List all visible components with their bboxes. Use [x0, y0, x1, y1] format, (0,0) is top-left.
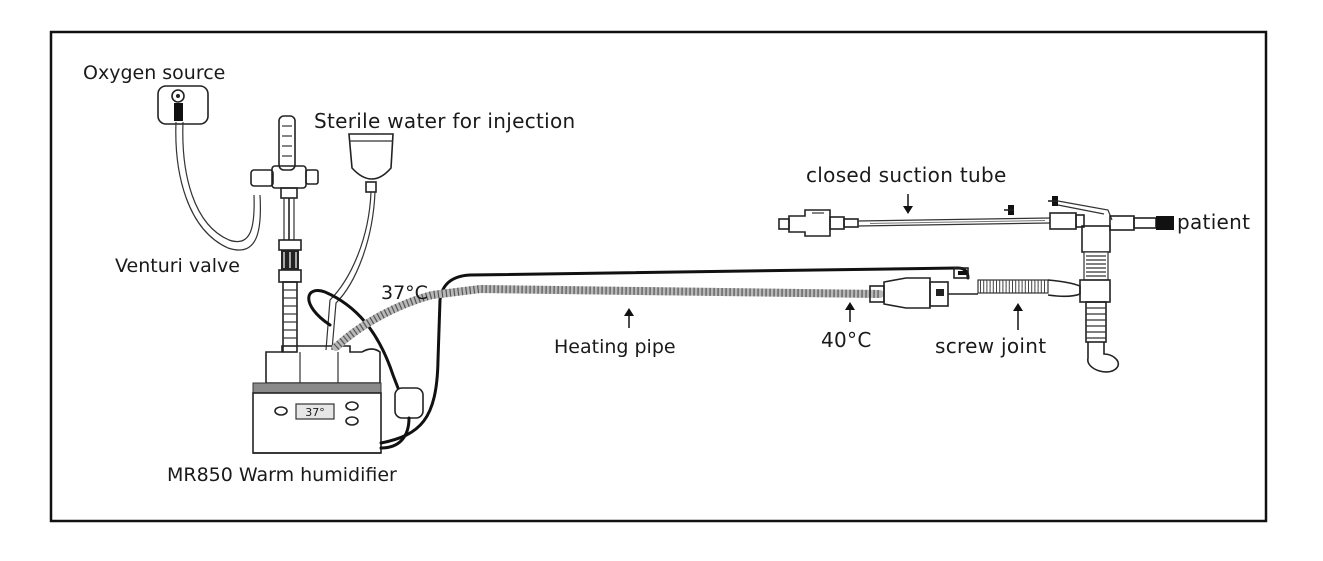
label-patient: patient	[1177, 210, 1250, 234]
heater-cords	[307, 266, 970, 450]
closed-suction-tube	[778, 196, 1174, 237]
label-heating-pipe: Heating pipe	[554, 336, 676, 358]
heating-pipe	[332, 284, 884, 351]
label-closed-suction-tube: closed suction tube	[806, 163, 1007, 187]
patient-end-connector	[869, 267, 978, 309]
label-venturi-valve: Venturi valve	[115, 255, 240, 277]
humidifier-display-reading: 37°	[305, 406, 325, 419]
label-arrows	[624, 194, 1023, 330]
label-humidifier: MR850 Warm humidifier	[167, 464, 397, 486]
humidifier: 37°	[252, 345, 382, 454]
label-sterile-water: Sterile water for injection	[314, 109, 576, 133]
screw-joint-hose	[977, 279, 1081, 298]
patient-connector-tip	[1156, 216, 1174, 230]
flowmeter	[250, 115, 319, 240]
label-temp-37: 37°C	[381, 282, 428, 304]
label-screw-joint: screw joint	[935, 334, 1046, 358]
humidifier-display	[295, 403, 335, 420]
label-temp-40: 40°C	[821, 328, 872, 352]
probe-adapter-box	[394, 387, 424, 419]
diagram-frame	[49, 30, 1268, 523]
oxygen-outlet	[157, 85, 209, 125]
label-oxygen-source: Oxygen source	[83, 62, 225, 84]
oxygen-tubing	[175, 121, 261, 251]
venturi-valve	[278, 239, 302, 353]
y-piece	[1079, 225, 1120, 373]
